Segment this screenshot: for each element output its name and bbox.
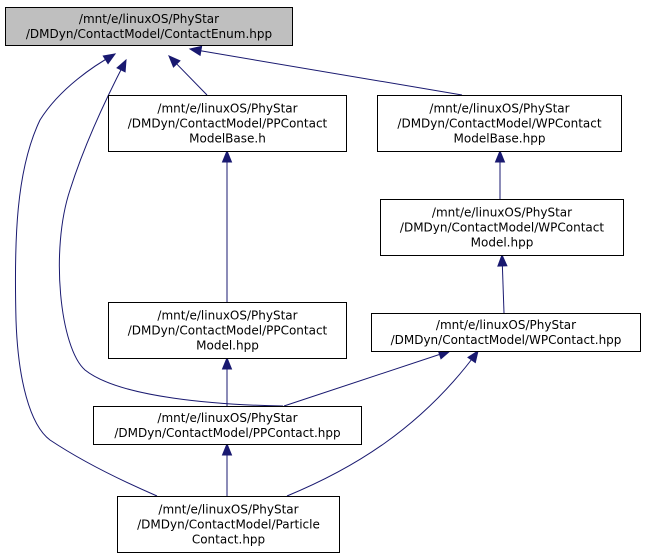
node-label-line: ModelBase.hpp bbox=[454, 132, 546, 146]
edge-ppcontactmodel-to-ppcontactmodelbase-arrowhead bbox=[221, 149, 233, 163]
edge-particlecontact-to-contactenum-arrowhead bbox=[102, 53, 117, 65]
edge-wpcontact-to-wpcontactmodel-arrowhead bbox=[497, 253, 508, 267]
node-label-line: /mnt/e/linuxOS/PhyStar bbox=[429, 102, 569, 116]
node-ppcontactmodel[interactable]: /mnt/e/linuxOS/PhyStar/DMDyn/ContactMode… bbox=[108, 302, 347, 359]
node-ppcontact[interactable]: /mnt/e/linuxOS/PhyStar/DMDyn/ContactMode… bbox=[93, 406, 362, 445]
node-label-line: /mnt/e/linuxOS/PhyStar bbox=[432, 206, 572, 220]
node-label-line: /DMDyn/ContactModel/Particle bbox=[137, 518, 320, 532]
nodes-layer: /mnt/e/linuxOS/PhyStar/DMDyn/ContactMode… bbox=[5, 7, 641, 553]
edge-ppcontact-to-ppcontactmodel-arrowhead bbox=[221, 356, 233, 370]
node-particlecontact[interactable]: /mnt/e/linuxOS/PhyStar/DMDyn/ContactMode… bbox=[117, 496, 340, 553]
node-label-line: /mnt/e/linuxOS/PhyStar bbox=[157, 411, 297, 425]
node-wpcontactmodel[interactable]: /mnt/e/linuxOS/PhyStar/DMDyn/ContactMode… bbox=[380, 199, 624, 256]
node-box bbox=[108, 95, 347, 152]
node-label-line: /mnt/e/linuxOS/PhyStar bbox=[436, 318, 576, 332]
node-label-line: /mnt/e/linuxOS/PhyStar bbox=[157, 102, 297, 116]
node-box bbox=[5, 7, 293, 46]
edge-wpcontactmodel-to-wpcontactmodelbase-arrowhead bbox=[494, 149, 506, 163]
node-box bbox=[377, 95, 622, 152]
edge-ppcontact-to-contactenum bbox=[58, 59, 284, 407]
node-label-line: Model.hpp bbox=[196, 339, 259, 353]
edge-particlecontact-to-wpcontact bbox=[286, 350, 479, 497]
node-ppcontactmodelbase[interactable]: /mnt/e/linuxOS/PhyStar/DMDyn/ContactMode… bbox=[108, 95, 347, 152]
node-wpcontact[interactable]: /mnt/e/linuxOS/PhyStar/DMDyn/ContactMode… bbox=[371, 313, 641, 352]
node-wpcontactmodelbase[interactable]: /mnt/e/linuxOS/PhyStar/DMDyn/ContactMode… bbox=[377, 95, 622, 152]
node-box bbox=[371, 313, 641, 352]
edge-particlecontact-to-ppcontact-arrowhead bbox=[221, 442, 233, 456]
node-label-line: /DMDyn/ContactModel/PPContact.hpp bbox=[114, 426, 340, 440]
node-label-line: /DMDyn/ContactModel/WPContact bbox=[400, 221, 604, 235]
node-label-line: /mnt/e/linuxOS/PhyStar bbox=[79, 12, 219, 26]
edge-ppcontact-to-contactenum-arrowhead bbox=[116, 58, 127, 73]
node-box bbox=[117, 496, 340, 553]
node-label-line: /DMDyn/ContactModel/PPContact bbox=[128, 324, 328, 338]
node-label-line: /DMDyn/ContactModel/PPContact bbox=[128, 117, 328, 131]
edge-ppcontactmodelbase-to-contactenum bbox=[175, 62, 208, 96]
node-box bbox=[93, 406, 362, 445]
node-contactenum[interactable]: /mnt/e/linuxOS/PhyStar/DMDyn/ContactMode… bbox=[5, 7, 293, 46]
node-label-line: Contact.hpp bbox=[192, 533, 265, 547]
node-label-line: Model.hpp bbox=[471, 236, 534, 250]
node-label-line: /DMDyn/ContactModel/WPContact.hpp bbox=[391, 333, 622, 347]
node-box bbox=[380, 199, 624, 256]
edge-wpcontactmodelbase-to-contactenum-arrowhead bbox=[188, 45, 203, 57]
node-box bbox=[108, 302, 347, 359]
edge-wpcontact-to-wpcontactmodel bbox=[501, 264, 505, 314]
node-label-line: ModelBase.h bbox=[189, 132, 266, 146]
edge-particlecontact-to-wpcontact-arrowhead bbox=[467, 349, 479, 364]
edge-particlecontact-to-contactenum bbox=[14, 53, 158, 497]
edges-layer bbox=[14, 45, 508, 497]
edge-wpcontactmodelbase-to-contactenum bbox=[199, 50, 463, 96]
node-label-line: /DMDyn/ContactModel/ContactEnum.hpp bbox=[26, 27, 272, 41]
edge-ppcontact-to-wpcontact bbox=[283, 353, 441, 407]
node-label-line: /mnt/e/linuxOS/PhyStar bbox=[157, 309, 297, 323]
node-label-line: /DMDyn/ContactModel/WPContact bbox=[397, 117, 601, 131]
edge-ppcontactmodelbase-to-contactenum-arrowhead bbox=[168, 55, 181, 68]
node-label-line: /mnt/e/linuxOS/PhyStar bbox=[158, 503, 298, 517]
